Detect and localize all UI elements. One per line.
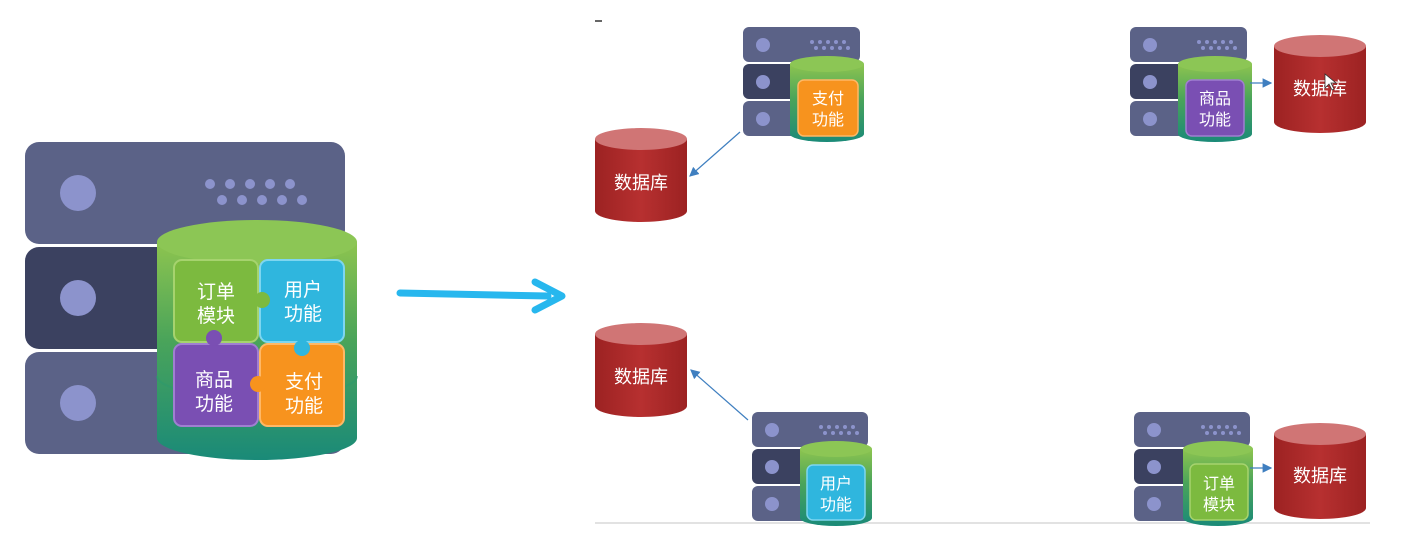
mouse-cursor-icon [1324, 73, 1338, 91]
module-label-line: 用户 [284, 279, 322, 301]
module-label-line: 功能 [195, 393, 233, 415]
module-tile-user [259, 259, 345, 343]
module-label-line: 支付 [285, 371, 323, 393]
module-label-line: 商品 [195, 369, 233, 391]
puzzle-knob-icon [250, 376, 266, 392]
server-led-icon [60, 175, 96, 211]
service-tile-order [1189, 463, 1249, 521]
module-label-line: 模块 [197, 305, 235, 327]
module-label-line: 订单 [197, 281, 235, 303]
connector-arrow [689, 131, 741, 177]
puzzle-knob-icon [294, 340, 310, 356]
service-tile-product [1185, 79, 1245, 137]
database-label: 数据库 [1293, 79, 1347, 100]
server-unit-top [25, 142, 345, 244]
service-user: 用户 功能 [752, 412, 872, 526]
database-label: 数据库 [614, 173, 668, 194]
database-label: 数据库 [614, 367, 668, 388]
service-label-line: 商品 [1199, 89, 1231, 108]
server-vent-dots-icon [205, 179, 307, 205]
service-payment: 支付 功能 [743, 27, 864, 142]
service-label-line: 订单 [1203, 474, 1235, 493]
service-tile-user [806, 464, 866, 521]
transform-arrow-icon [396, 278, 566, 314]
server-led-icon [60, 280, 96, 316]
database-label: 数据库 [1293, 466, 1347, 487]
service-label-line: 模块 [1203, 495, 1235, 514]
module-label-line: 功能 [285, 395, 323, 417]
service-label-line: 支付 [812, 89, 844, 108]
database-order: 数据库 [1274, 423, 1366, 519]
connector-arrow [690, 369, 749, 421]
database-payment: 数据库 [595, 128, 687, 222]
puzzle-grid: 订单 模块 用户 功能 商品 功能 支付 功能 [173, 259, 345, 427]
puzzle-knob-icon [206, 330, 222, 346]
service-label-line: 功能 [1199, 110, 1231, 129]
puzzle-knob-icon [254, 292, 270, 308]
module-label-line: 功能 [284, 303, 322, 325]
service-product: 商品 功能 [1130, 27, 1252, 142]
service-tile-payment [797, 79, 859, 137]
server-led-icon [60, 385, 96, 421]
service-label-line: 用户 [820, 474, 852, 493]
database-product: 数据库 [1274, 35, 1366, 133]
database-user: 数据库 [595, 323, 687, 417]
service-label-line: 功能 [812, 110, 844, 129]
service-label-line: 功能 [820, 495, 852, 514]
service-order: 订单 模块 [1134, 412, 1253, 526]
